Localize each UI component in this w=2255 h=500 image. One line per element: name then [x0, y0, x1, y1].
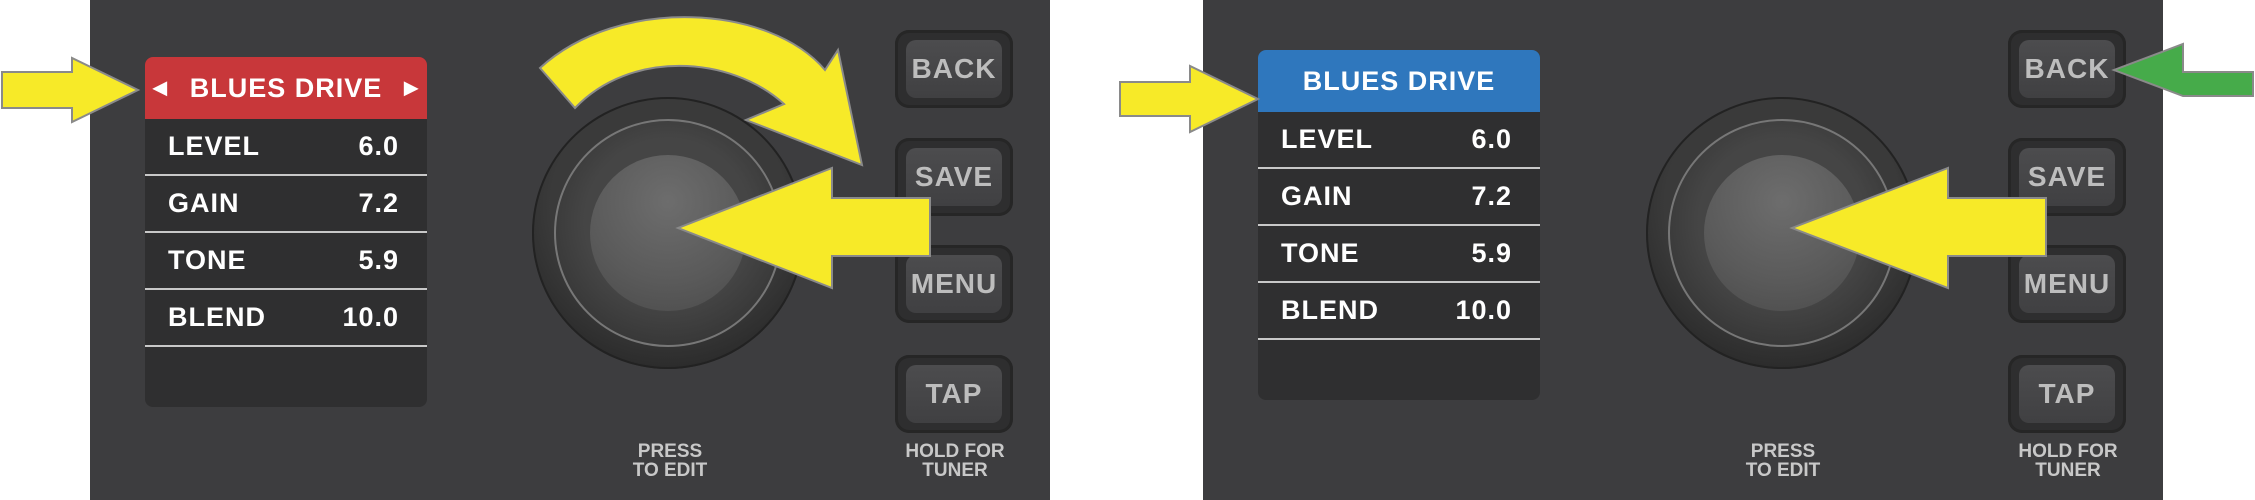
param-label: BLEND	[168, 302, 266, 332]
preset-screen: BLUES DRIVE LEVEL 6.0 GAIN 7.2 TONE 5.9 …	[1258, 50, 1540, 400]
param-row-tone: TONE 5.9	[1258, 226, 1540, 283]
param-label: LEVEL	[1281, 124, 1374, 154]
right-arrow-icon: ▶	[404, 77, 419, 98]
caption-line: TUNER	[2035, 460, 2101, 481]
save-button-label: SAVE	[906, 148, 1002, 206]
param-row-level: LEVEL 6.0	[1258, 112, 1540, 169]
param-value: 5.9	[1471, 238, 1512, 268]
caption-line: PRESS	[637, 441, 703, 462]
param-row-gain: GAIN 7.2	[1258, 169, 1540, 226]
caption-line: TO EDIT	[1745, 460, 1821, 481]
press-to-edit-caption: PRESS TO EDIT	[610, 442, 730, 480]
param-value: 6.0	[1471, 124, 1512, 154]
preset-title: BLUES DRIVE	[189, 72, 383, 103]
pointer-arrow-icon	[1, 56, 141, 124]
param-label: BLEND	[1281, 295, 1379, 325]
caption-line: TUNER	[922, 460, 988, 481]
tap-button-label: TAP	[906, 365, 1002, 423]
tap-button-label: TAP	[2019, 365, 2115, 423]
param-value: 10.0	[342, 302, 399, 332]
menu-button[interactable]: MENU	[2008, 245, 2126, 323]
param-value: 6.0	[358, 131, 399, 161]
param-label: TONE	[1281, 238, 1360, 268]
param-label: GAIN	[1281, 181, 1353, 211]
param-label: TONE	[168, 245, 247, 275]
param-label: GAIN	[168, 188, 240, 218]
caption-line: TO EDIT	[632, 460, 708, 481]
tap-button[interactable]: TAP	[895, 355, 1013, 433]
back-arrow-icon	[2111, 42, 2254, 97]
param-row-gain: GAIN 7.2	[145, 176, 427, 233]
param-label: LEVEL	[168, 131, 261, 161]
menu-button-label: MENU	[2019, 255, 2115, 313]
back-button[interactable]: BACK	[895, 30, 1013, 108]
param-row-level: LEVEL 6.0	[145, 119, 427, 176]
param-row-blend: BLEND 10.0	[1258, 283, 1540, 340]
hold-for-tuner-caption: HOLD FOR TUNER	[875, 442, 1035, 480]
press-arrow-icon	[675, 166, 931, 290]
hold-for-tuner-caption: HOLD FOR TUNER	[1988, 442, 2148, 480]
menu-button-label: MENU	[906, 255, 1002, 313]
preset-header: ◀ BLUES DRIVE ▶	[145, 57, 427, 119]
rotate-arrow-icon	[538, 16, 864, 167]
param-value: 5.9	[358, 245, 399, 275]
back-button-label: BACK	[2019, 40, 2115, 98]
param-value: 10.0	[1455, 295, 1512, 325]
pointer-arrow-icon	[1119, 64, 1261, 134]
menu-button[interactable]: MENU	[895, 245, 1013, 323]
save-button-label: SAVE	[2019, 148, 2115, 206]
preset-title: BLUES DRIVE	[1302, 65, 1496, 96]
param-value: 7.2	[358, 188, 399, 218]
caption-line: PRESS	[1750, 441, 1816, 462]
param-row-blend: BLEND 10.0	[145, 290, 427, 347]
back-button-label: BACK	[906, 40, 1002, 98]
param-value: 7.2	[1471, 181, 1512, 211]
param-row-tone: TONE 5.9	[145, 233, 427, 290]
back-button[interactable]: BACK	[2008, 30, 2126, 108]
save-button[interactable]: SAVE	[895, 138, 1013, 216]
press-to-edit-caption: PRESS TO EDIT	[1723, 442, 1843, 480]
left-arrow-icon: ◀	[153, 77, 168, 98]
caption-line: HOLD FOR	[2018, 441, 2118, 462]
press-arrow-icon	[1789, 166, 2047, 290]
tap-button[interactable]: TAP	[2008, 355, 2126, 433]
preset-header: BLUES DRIVE	[1258, 50, 1540, 112]
caption-line: HOLD FOR	[905, 441, 1005, 462]
preset-screen: ◀ BLUES DRIVE ▶ LEVEL 6.0 GAIN 7.2 TONE …	[145, 57, 427, 407]
